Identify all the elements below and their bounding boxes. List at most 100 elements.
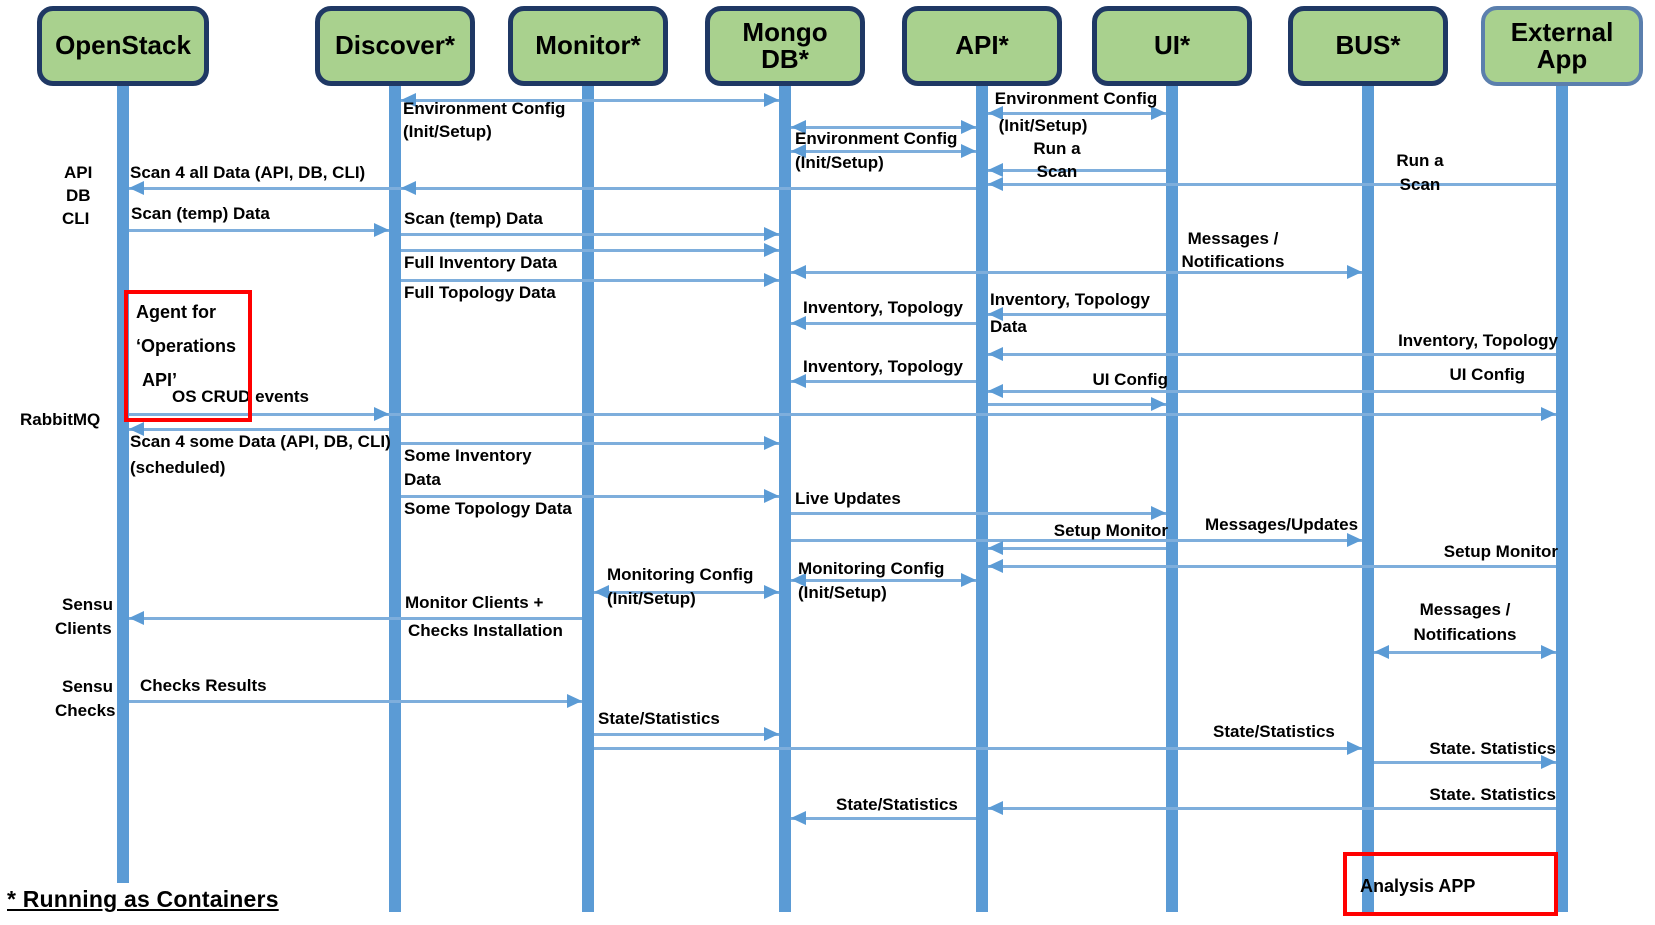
arrow-label-env-config-mongodb-api-2: (Init/Setup) — [795, 153, 884, 172]
callout-text-agent-operations-api-2: ‘Operations — [136, 336, 237, 356]
arrow-messages-notifications-mongodb-bus — [791, 271, 1362, 274]
arrowhead-env-config-mongodb-api-1 — [791, 120, 806, 134]
arrowhead-env-config-api-ui — [988, 106, 1003, 120]
arrowhead-scan-4-some-data — [129, 422, 144, 436]
arrow-env-config-mongodb-api-1 — [791, 126, 976, 129]
arrowhead-ui-config-external-api — [988, 384, 1003, 398]
arrow-state-statistics-monitor-mongodb — [594, 733, 779, 736]
actor-box-monitor: Monitor* — [508, 6, 668, 86]
arrowhead-state-statistics-bus-external — [1541, 755, 1556, 769]
arrow-label-checks-results: Checks Results — [140, 676, 267, 695]
arrow-label-run-a-scan-external-api: Run a — [1396, 151, 1444, 170]
arrowhead-scan-4-all-data-at-discover — [401, 181, 416, 195]
arrow-label-ui-config-external-api: UI Config — [1092, 370, 1168, 389]
arrowhead-messages-notifications-bus-external — [1374, 645, 1389, 659]
arrowhead-env-config-discover-mongodb — [764, 93, 779, 107]
actor-box-api: API* — [902, 6, 1062, 86]
arrow-label-run-a-scan-external-api-2: Scan — [1399, 175, 1441, 194]
arrowhead-state-statistics-api-mongodb — [791, 811, 806, 825]
arrow-scan-4-some-data — [129, 428, 389, 431]
arrow-ui-config-api-ui — [988, 403, 1166, 406]
lifeline-bus — [1362, 84, 1374, 912]
lifeline-external — [1556, 84, 1568, 912]
arrowhead-env-config-discover-mongodb — [401, 93, 416, 107]
arrow-inventory-topology-api-mongodb-2 — [791, 380, 976, 383]
arrow-label-scan-temp-data-openstack-discover: Scan (temp) Data — [131, 204, 270, 223]
arrow-label-inventory-topology-data-ui-api: Inventory, Topology — [990, 290, 1150, 309]
lifeline-api — [976, 84, 988, 912]
actor-box-discover: Discover* — [315, 6, 475, 86]
arrowhead-env-config-api-ui — [1151, 106, 1166, 120]
arrow-label-state-statistics-external-api: State. Statistics — [1429, 785, 1556, 804]
arrowhead-messages-notifications-mongodb-bus — [1347, 265, 1362, 279]
arrow-label-full-inventory-data: Full Inventory Data — [404, 253, 558, 272]
actor-label: UI* — [1153, 30, 1191, 61]
arrow-full-topology-data — [401, 279, 779, 282]
arrowhead-messages-notifications-mongodb-bus — [791, 265, 806, 279]
arrow-live-updates — [791, 512, 1166, 515]
side-label-cli: CLI — [62, 209, 90, 228]
arrow-label-messages-notifications-bus-external: Messages / — [1419, 600, 1511, 619]
arrow-some-topology-data — [401, 495, 779, 498]
arrow-label-messages-notifications-bus-external-2: Notifications — [1413, 625, 1517, 644]
side-label-sensu: Sensu — [62, 677, 114, 696]
arrow-monitor-clients-checks-installation — [129, 617, 582, 620]
arrow-label-state-statistics-bus-external: State. Statistics — [1429, 739, 1556, 758]
lifeline-openstack — [117, 84, 129, 883]
arrow-label-full-topology-data: Full Topology Data — [404, 283, 556, 302]
arrow-label-state-statistics-monitor-bus: State/Statistics — [1213, 722, 1335, 741]
arrow-label-scan-temp-data-discover-mongodb: Scan (temp) Data — [404, 209, 543, 228]
arrow-label-env-config-api-ui-2: (Init/Setup) — [998, 116, 1088, 135]
arrow-state-statistics-api-mongodb — [791, 817, 976, 820]
side-label-db: DB — [66, 186, 91, 205]
arrow-messages-updates — [791, 539, 1362, 542]
arrow-label-env-config-discover-mongodb: Environment Config — [403, 99, 566, 118]
callout-box-analysis-app — [1343, 852, 1558, 916]
arrow-run-a-scan-ui-api — [988, 169, 1166, 172]
arrow-label-monitoring-config-mongodb-api-2: (Init/Setup) — [798, 583, 887, 602]
actor-label: Discover* — [335, 30, 455, 61]
arrow-label-setup-monitor-external-api: Setup Monitor — [1443, 542, 1558, 561]
lifeline-discover — [389, 84, 401, 912]
arrow-label-monitoring-config-monitor-mongodb: Monitoring Config — [607, 565, 754, 584]
arrow-scan-temp-data-openstack-discover — [129, 229, 389, 232]
arrow-label-inventory-topology-api-mongodb-2: Inventory, Topology — [803, 357, 963, 376]
side-label-rabbitmq: RabbitMQ — [20, 410, 101, 429]
arrow-setup-monitor-external-api — [988, 565, 1556, 568]
arrow-label-env-config-mongodb-api-1: Environment Config — [795, 129, 958, 148]
callout-box-agent-operations-api — [124, 290, 252, 422]
actor-label: Mongo — [742, 16, 828, 47]
arrow-messages-notifications-bus-external — [1374, 651, 1556, 654]
arrowhead-monitoring-config-mongodb-api — [791, 573, 806, 587]
arrow-label-run-a-scan-ui-api-2: Scan — [1036, 162, 1078, 181]
arrow-label-messages-updates: Messages/Updates — [1205, 515, 1359, 534]
arrow-label-monitoring-config-mongodb-api: Monitoring Config — [798, 559, 945, 578]
arrowhead-setup-monitor-ui-api — [988, 541, 1003, 555]
arrowhead-ui-config-api-ui — [1151, 397, 1166, 411]
arrow-state-statistics-external-api — [988, 807, 1556, 810]
arrowhead-state-statistics-monitor-mongodb — [764, 727, 779, 741]
arrow-label-some-topology-data: Some Topology Data — [404, 499, 572, 518]
arrow-label-monitor-clients-checks-installation-2: Checks Installation — [408, 621, 563, 640]
arrow-label-inventory-topology-data-ui-api-2: Data — [990, 317, 1027, 336]
arrowhead-monitor-clients-checks-installation — [129, 611, 144, 625]
arrow-label-env-config-discover-mongodb-2: (Init/Setup) — [403, 122, 492, 141]
arrowhead-os-crud-events-at-discover — [374, 407, 389, 421]
side-label-clients: Clients — [55, 619, 112, 638]
arrowhead-inventory-topology-external-api — [988, 347, 1003, 361]
arrowhead-some-topology-data — [764, 489, 779, 503]
arrow-label-env-config-api-ui: Environment Config — [994, 89, 1158, 108]
arrow-label-monitoring-config-monitor-mongodb-2: (Init/Setup) — [607, 589, 696, 608]
actor-label: OpenStack — [55, 30, 191, 61]
arrowhead-monitoring-config-monitor-mongodb — [594, 585, 609, 599]
arrowhead-monitoring-config-mongodb-api — [961, 573, 976, 587]
actor-label: BUS* — [1335, 30, 1401, 61]
arrowhead-state-statistics-monitor-bus — [1347, 741, 1362, 755]
arrow-label-scan-4-all-data: Scan 4 all Data (API, DB, CLI) — [130, 163, 366, 182]
arrowhead-scan-temp-data-openstack-discover — [374, 223, 389, 237]
arrow-scan-temp-data-discover-mongodb — [401, 233, 779, 236]
arrow-label-inventory-topology-api-mongodb-1: Inventory, Topology — [803, 298, 963, 317]
arrowhead-inventory-topology-api-mongodb-2 — [791, 374, 806, 388]
arrow-env-config-api-ui — [988, 112, 1166, 115]
